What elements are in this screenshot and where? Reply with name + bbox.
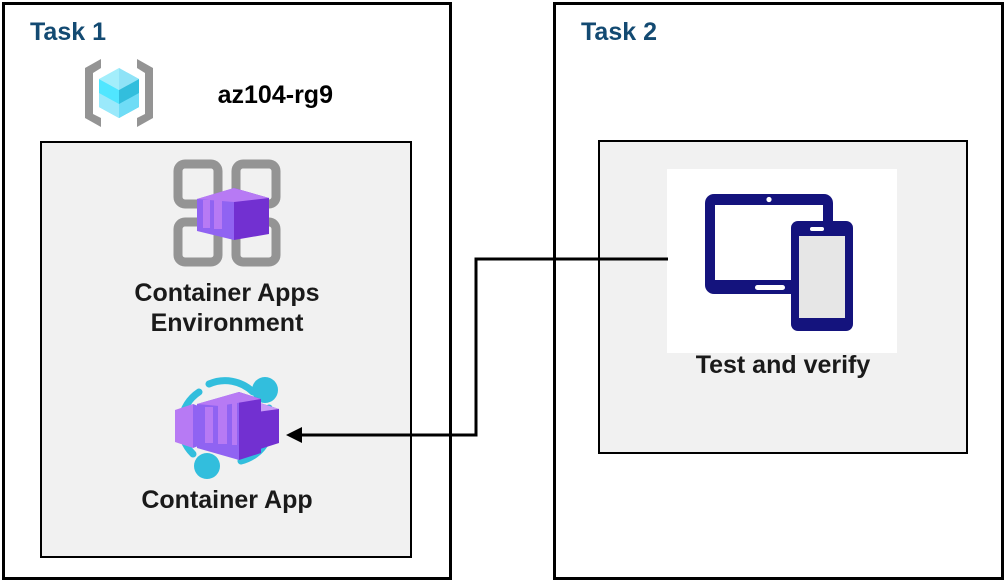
container-apps-environment-icon xyxy=(62,152,392,279)
test-and-verify-node: Test and verify xyxy=(618,166,948,381)
container-app-node: Container App xyxy=(62,366,392,516)
task-2-title: Task 2 xyxy=(581,18,657,46)
resource-group-name: az104-rg9 xyxy=(217,81,333,109)
test-and-verify-caption: Test and verify xyxy=(695,351,871,379)
resource-group-row: az104-rg9 xyxy=(33,58,333,133)
task-1-title: Task 1 xyxy=(30,18,106,46)
container-app-caption: Container App xyxy=(141,486,313,514)
devices-tablet-phone-icon xyxy=(618,166,948,351)
container-apps-environment-node: Container Apps Environment xyxy=(62,152,392,338)
resource-group-cube-icon xyxy=(81,56,157,135)
container-apps-environment-caption: Container Apps Environment xyxy=(134,279,320,337)
container-app-icon xyxy=(62,366,392,486)
